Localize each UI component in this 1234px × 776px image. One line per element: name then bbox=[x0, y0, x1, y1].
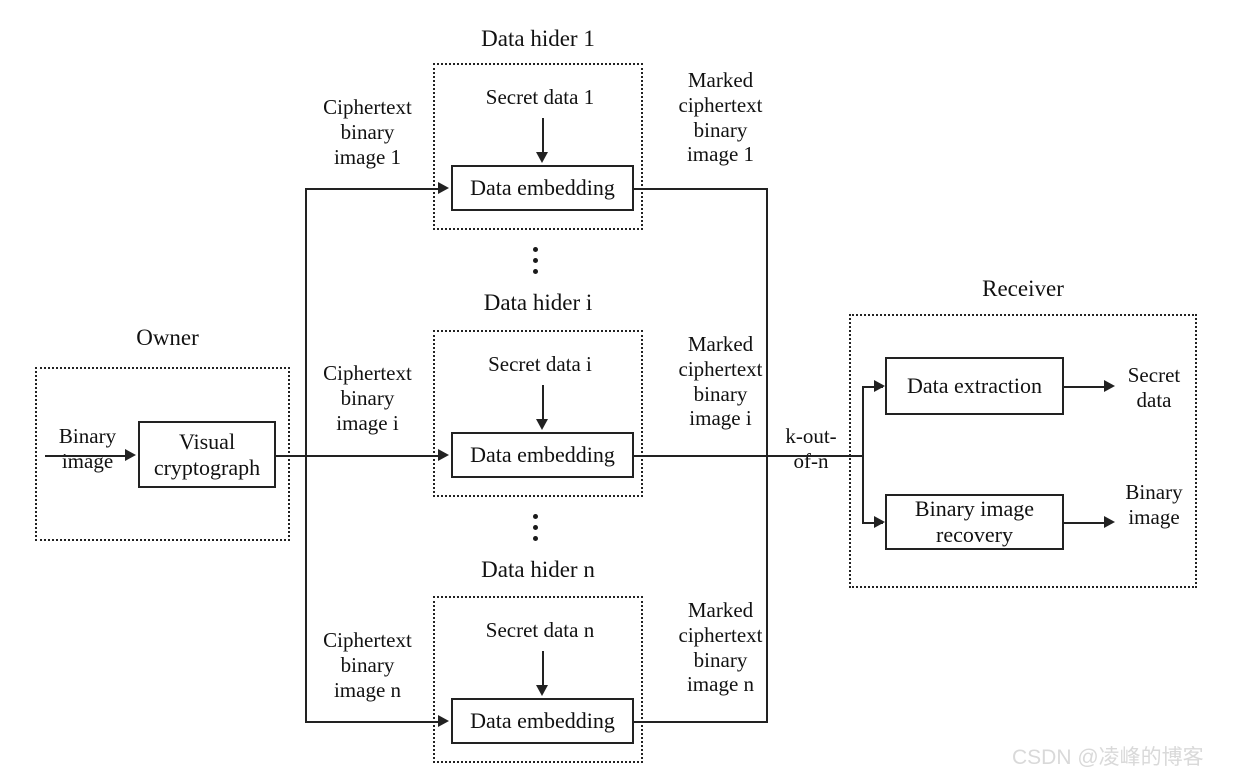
data-embedding-box-n: Data embedding bbox=[451, 698, 634, 744]
ellipsis-top bbox=[533, 247, 538, 274]
owner-input-line bbox=[45, 455, 127, 457]
extraction-output-arrowhead bbox=[1104, 380, 1115, 392]
secret-data-i-line bbox=[542, 385, 544, 421]
owner-title: Owner bbox=[136, 325, 199, 350]
visual-cryptograph-box: Visual cryptograph bbox=[138, 421, 276, 488]
hider-1-input-line bbox=[305, 188, 440, 190]
channel-line bbox=[766, 455, 863, 457]
data-hider-i-container bbox=[433, 330, 643, 497]
secret-data-i-label: Secret data i bbox=[488, 352, 592, 376]
ciphertext-binary-image-i-label: Ciphertext binary image i bbox=[323, 361, 412, 435]
hider-i-output-line bbox=[634, 455, 768, 457]
k-out-of-n-label: k-out- of-n bbox=[785, 424, 837, 473]
extraction-output-line bbox=[1064, 386, 1109, 388]
hider-i-input-arrowhead bbox=[438, 449, 449, 461]
secret-data-1-arrowhead bbox=[536, 152, 548, 163]
recovery-output-line bbox=[1064, 522, 1109, 524]
receiver-title: Receiver bbox=[982, 276, 1064, 301]
data-hider-1-title: Data hider 1 bbox=[481, 26, 595, 51]
data-hider-n-container bbox=[433, 596, 643, 763]
data-hider-1-container bbox=[433, 63, 643, 230]
hider-n-input-line bbox=[305, 721, 440, 723]
secret-data-n-label: Secret data n bbox=[485, 618, 595, 642]
receiver-container bbox=[849, 314, 1197, 588]
secret-data-1-label: Secret data 1 bbox=[485, 85, 595, 109]
hider-n-output-line bbox=[634, 721, 768, 723]
receiver-branch-to-extraction bbox=[862, 386, 883, 388]
secret-data-output-label: Secret data bbox=[1127, 363, 1181, 412]
data-hider-n-title: Data hider n bbox=[481, 557, 595, 582]
ciphertext-binary-image-n-label: Ciphertext binary image n bbox=[323, 628, 412, 702]
data-hider-i-title: Data hider i bbox=[483, 290, 593, 315]
secret-data-1-line bbox=[542, 118, 544, 154]
secret-data-n-line bbox=[542, 651, 544, 687]
hider-n-input-arrowhead bbox=[438, 715, 449, 727]
owner-output-line bbox=[276, 455, 307, 457]
binary-image-output-label: Binary image bbox=[1125, 480, 1183, 529]
secret-data-i-arrowhead bbox=[536, 419, 548, 430]
owner-container bbox=[35, 367, 290, 541]
owner-input-label: Binary image bbox=[58, 424, 117, 473]
owner-input-arrowhead bbox=[125, 449, 136, 461]
data-extraction-box: Data extraction bbox=[885, 357, 1064, 415]
binary-image-recovery-box: Binary image recovery bbox=[885, 494, 1064, 550]
receiver-branch-to-recovery bbox=[862, 522, 883, 524]
extraction-input-arrowhead bbox=[874, 380, 885, 392]
recovery-input-arrowhead bbox=[874, 516, 885, 528]
csdn-watermark: CSDN @凌峰的博客 bbox=[1012, 746, 1204, 769]
marked-ciphertext-binary-image-i-label: Marked ciphertext binary image i bbox=[678, 332, 763, 431]
recovery-output-arrowhead bbox=[1104, 516, 1115, 528]
ciphertext-binary-image-1-label: Ciphertext binary image 1 bbox=[323, 95, 412, 169]
secret-data-n-arrowhead bbox=[536, 685, 548, 696]
hider-1-output-line bbox=[634, 188, 768, 190]
marked-ciphertext-binary-image-n-label: Marked ciphertext binary image n bbox=[678, 598, 763, 697]
data-embedding-box-1: Data embedding bbox=[451, 165, 634, 211]
data-embedding-box-i: Data embedding bbox=[451, 432, 634, 478]
right-collection-trunk bbox=[766, 188, 768, 721]
ellipsis-bottom bbox=[533, 514, 538, 541]
hider-1-input-arrowhead bbox=[438, 182, 449, 194]
hider-i-input-line bbox=[305, 455, 440, 457]
left-distribution-trunk bbox=[305, 188, 307, 721]
receiver-branch-trunk bbox=[862, 386, 864, 522]
marked-ciphertext-binary-image-1-label: Marked ciphertext binary image 1 bbox=[678, 68, 763, 167]
